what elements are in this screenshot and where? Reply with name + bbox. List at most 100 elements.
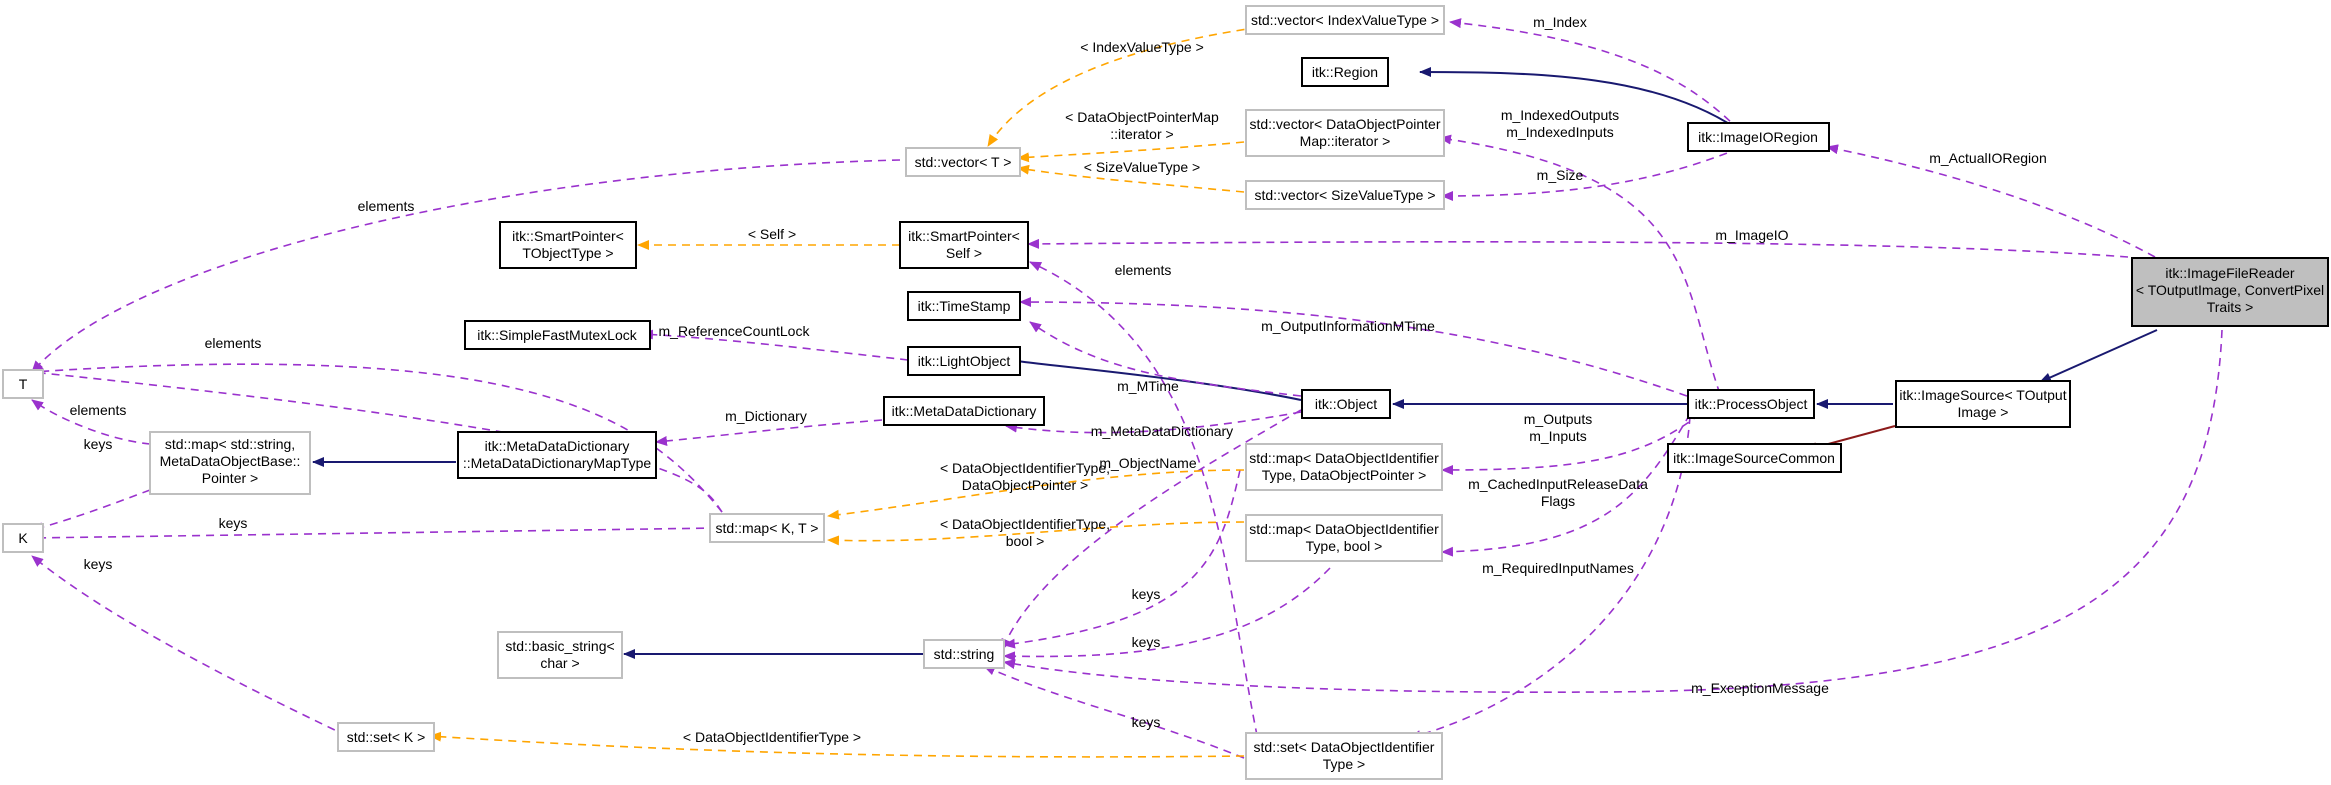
svg-text:std::map< K, T >: std::map< K, T > [716,520,819,536]
svg-text:itk::SmartPointer<TObjectType: itk::SmartPointer<TObjectType > [512,228,624,261]
edge-output-info-mtime [1019,297,1688,397]
edge-label-index-value-type: < IndexValueType > [1080,39,1204,55]
edge-label-keys-string-2: keys [1132,634,1161,650]
svg-text:std::vector< SizeValueType >: std::vector< SizeValueType > [1254,187,1435,203]
edge-elements-map-kt [31,363,723,513]
node-object[interactable]: itk::Object [1301,389,1391,419]
edge-label-required-input-names: m_RequiredInputNames [1482,560,1634,576]
edge-required-input-names [1409,415,1691,740]
edge-label-elements-vector-t: elements [358,198,415,214]
svg-text:itk::ImageSourceCommon: itk::ImageSourceCommon [1673,450,1835,466]
edge-tmpl-size [1017,164,1245,193]
edge-label-doid-bool-tmpl: < DataObjectIdentifierType,bool > [940,516,1110,549]
edge-label-m-index: m_Index [1533,14,1587,30]
node-timestamp[interactable]: itk::TimeStamp [907,291,1021,321]
svg-text:itk::ImageIORegion: itk::ImageIORegion [1698,129,1818,145]
node-t[interactable]: T [2,369,44,399]
edge-m-metadatadictionary [1005,411,1302,434]
edge-label-keys-k-set: keys [84,556,113,572]
edges [31,18,2223,759]
edge-label-doid-dop-tmpl: < DataObjectIdentifierType,DataObjectPoi… [940,460,1110,493]
edge-label-actual-ioregion: m_ActualIORegion [1929,150,2047,166]
node-image-io-region[interactable]: itk::ImageIORegion [1687,122,1830,152]
edge-m-imageio [1027,238,2129,258]
svg-text:itk::MetaDataDictionary::MetaD: itk::MetaDataDictionary::MetaDataDiction… [463,438,652,471]
svg-text:itk::TimeStamp: itk::TimeStamp [918,298,1011,314]
edge-ioregion-to-region [1419,67,1741,132]
node-basic-string[interactable]: std::basic_string<char > [497,631,623,679]
edge-keys-k-map [31,527,719,543]
svg-text:itk::SimpleFastMutexLock: itk::SimpleFastMutexLock [477,327,637,343]
edge-label-self-tmpl: < Self > [748,226,796,242]
node-region[interactable]: itk::Region [1301,57,1389,87]
nodes: T K std::vector< IndexValueType > itk::R… [2,5,2329,780]
edge-m-mtime [1029,321,1302,397]
svg-text:std::vector< T >: std::vector< T > [915,154,1012,170]
edge-elements-sp [1029,261,1261,751]
svg-text:itk::LightObject: itk::LightObject [918,353,1011,369]
edge-tmpl-index [987,21,1301,147]
svg-text:itk::ProcessObject: itk::ProcessObject [1695,396,1808,412]
svg-text:std::set< K >: std::set< K > [347,729,426,745]
node-light-object[interactable]: itk::LightObject [907,346,1021,376]
edge-m-size [1441,147,1741,201]
edge-label-elements-sp: elements [1115,262,1172,278]
edge-labels: m_Index < IndexValueType > < DataObjectP… [70,14,2047,745]
node-metadata-dictionary-maptype[interactable]: itk::MetaDataDictionary::MetaDataDiction… [457,431,657,479]
node-smartpointer-self[interactable]: itk::SmartPointer<Self > [899,221,1029,269]
svg-text:itk::SmartPointer<Self >: itk::SmartPointer<Self > [908,228,1020,261]
node-metadata-dictionary[interactable]: itk::MetaDataDictionary [883,396,1045,426]
edge-keys-string-3 [983,665,1245,759]
node-k[interactable]: K [2,523,44,553]
edge-m-objectname [1001,409,1302,651]
edge-label-doid-type-tmpl: < DataObjectIdentifierType > [683,729,861,745]
node-set-k[interactable]: std::set< K > [337,722,435,752]
edge-tmpl-dop-iter [1017,141,1245,163]
node-map-kt[interactable]: std::map< K, T > [709,513,825,543]
edge-label-keys-k-map: keys [219,515,248,531]
edge-indexed-outputs [1439,134,1721,395]
edge-elements-metamap [31,399,151,445]
node-image-file-reader[interactable]: itk::ImageFileReader< TOutputImage, Conv… [2131,257,2329,327]
svg-text:std::map< DataObjectIdentifier: std::map< DataObjectIdentifierType, bool… [1249,521,1439,554]
edge-label-elements-t-map: elements [205,335,262,351]
edge-label-m-metadatadictionary: m_MetaDataDictionary [1091,423,1233,439]
edge-actual-ioregion [1826,144,2156,258]
edge-ref-count-lock [641,329,909,361]
svg-text:std::basic_string<char >: std::basic_string<char > [505,638,614,671]
node-simple-fast-mutex-lock[interactable]: itk::SimpleFastMutexLock [464,320,651,350]
edge-keys-string-2 [1003,567,1331,662]
node-vector-t[interactable]: std::vector< T > [905,147,1021,177]
svg-text:std::map< DataObjectIdentifier: std::map< DataObjectIdentifierType, Data… [1249,450,1439,483]
edge-tmpl-doid-type [429,731,1245,758]
edge-label-ref-count-lock: m_ReferenceCountLock [659,323,811,339]
node-vector-index[interactable]: std::vector< IndexValueType > [1245,5,1445,35]
edge-label-m-mtime: m_MTime [1117,378,1179,394]
node-image-source-common[interactable]: itk::ImageSourceCommon [1667,443,1842,473]
node-map-metadata[interactable]: std::map< std::string,MetaDataObjectBase… [149,431,311,495]
svg-text:std::map< std::string,MetaData: std::map< std::string,MetaDataObjectBase… [160,436,301,486]
edge-label-keys-string-1: keys [1132,586,1161,602]
svg-text:std::string: std::string [934,646,995,662]
node-smartpointer-tobject[interactable]: itk::SmartPointer<TObjectType > [499,221,637,269]
edge-m-index [1449,18,1741,132]
edge-label-size-value-type: < SizeValueType > [1084,159,1200,175]
node-vector-size[interactable]: std::vector< SizeValueType > [1245,180,1445,210]
svg-text:std::vector< DataObjectPointer: std::vector< DataObjectPointerMap::itera… [1249,116,1440,149]
svg-text:itk::ImageSource< TOutputImage: itk::ImageSource< TOutputImage > [1899,387,2066,420]
node-string[interactable]: std::string [923,639,1005,669]
edge-keys-k-set [31,555,361,743]
edge-cached-input-release [1441,413,1691,557]
edge-label-output-info-mtime: m_OutputInformationMTime [1261,318,1435,334]
edge-label-m-imageio: m_ImageIO [1715,227,1788,243]
svg-text:itk::ImageFileReader< TOutputI: itk::ImageFileReader< TOutputImage, Conv… [2136,265,2324,315]
node-process-object[interactable]: itk::ProcessObject [1687,389,1815,419]
